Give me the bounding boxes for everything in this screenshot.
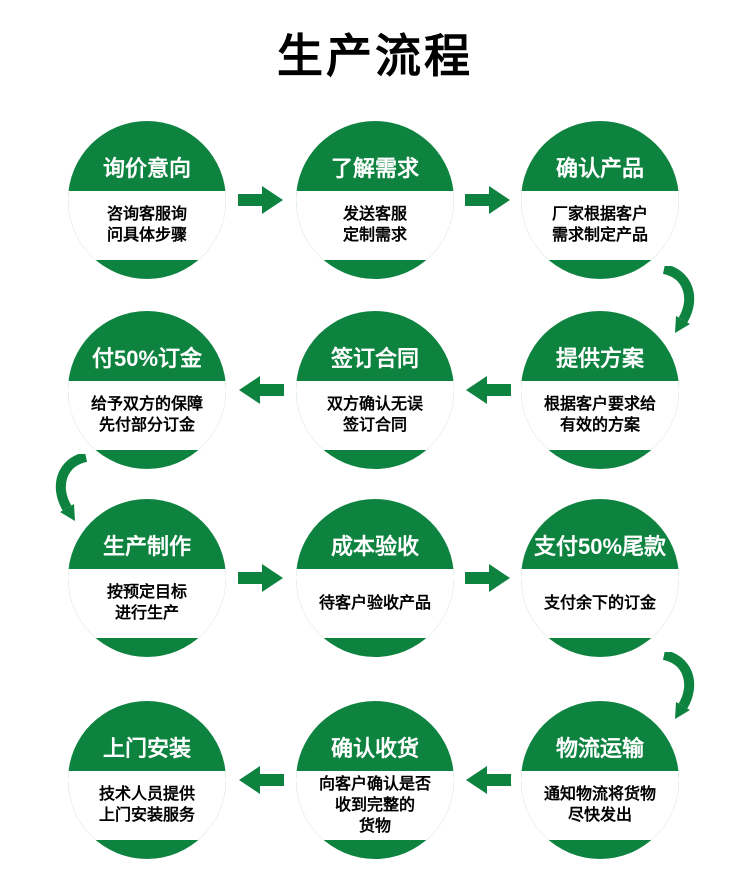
step-desc: 向客户确认是否 收到完整的 货物 (318, 775, 431, 835)
step-desc-panel: 发送客服 定制需求 (296, 190, 454, 261)
arrow-right-icon (238, 186, 283, 214)
step-title: 签订合同 (330, 346, 419, 371)
step-desc: 咨询客服询 问具体步骤 (106, 206, 187, 245)
step-title: 确认产品 (555, 156, 644, 181)
step-title: 提供方案 (555, 346, 644, 371)
step-title: 询价意向 (102, 156, 191, 181)
step-title: 支付50%尾款 (533, 534, 667, 559)
step-circle-1: 询价意向 咨询客服询 问具体步骤 (68, 121, 226, 279)
step-circle-9: 支付50%尾款 支付余下的订金 (521, 499, 679, 657)
arrow-left-icon (466, 376, 511, 404)
arrow-right-icon (238, 564, 283, 592)
step-circle-7: 生产制作 按预定目标 进行生产 (68, 499, 226, 657)
step-desc: 按预定目标 进行生产 (106, 584, 187, 623)
step-circle-3: 确认产品 厂家根据客户 需求制定产品 (521, 121, 679, 279)
page-title: 生产流程 (277, 30, 473, 82)
step-desc-panel: 向客户确认是否 收到完整的 货物 (296, 770, 454, 841)
step-desc: 支付余下的订金 (543, 594, 656, 612)
step-desc-panel: 给予双方的保障 先付部分订金 (68, 380, 226, 451)
arrow-right-icon (465, 186, 510, 214)
arrow-left-icon (239, 376, 284, 404)
step-desc-panel: 待客户验收产品 (296, 568, 454, 639)
curved-arrow-down-icon (55, 454, 88, 521)
arrow-left-icon (466, 766, 511, 794)
step-desc-panel: 双方确认无误 签订合同 (296, 380, 454, 451)
step-desc-panel: 支付余下的订金 (521, 568, 679, 639)
curved-arrow-down-icon (662, 652, 695, 719)
step-circle-11: 确认收货 向客户确认是否 收到完整的 货物 (296, 701, 454, 859)
step-circle-10: 物流运输 通知物流将货物 尽快发出 (521, 701, 679, 859)
step-desc-panel: 按预定目标 进行生产 (68, 568, 226, 639)
step-desc-panel: 根据客户要求给 有效的方案 (521, 380, 679, 451)
arrow-left-icon (239, 766, 284, 794)
step-desc: 根据客户要求给 有效的方案 (543, 396, 656, 435)
step-circle-2: 了解需求 发送客服 定制需求 (296, 121, 454, 279)
step-circle-4: 提供方案 根据客户要求给 有效的方案 (521, 311, 679, 469)
step-circle-8: 成本验收 待客户验收产品 (296, 499, 454, 657)
step-title: 成本验收 (330, 534, 419, 559)
step-desc: 待客户验收产品 (318, 594, 431, 612)
step-desc: 技术人员提供 上门安装服务 (98, 786, 195, 825)
step-desc-panel: 厂家根据客户 需求制定产品 (521, 190, 679, 261)
curved-arrow-down-icon (662, 266, 695, 333)
step-circle-6: 付50%订金 给予双方的保障 先付部分订金 (68, 311, 226, 469)
step-title: 了解需求 (330, 156, 419, 181)
step-title: 确认收货 (330, 736, 419, 761)
step-desc: 通知物流将货物 尽快发出 (543, 786, 656, 825)
step-circle-5: 签订合同 双方确认无误 签订合同 (296, 311, 454, 469)
step-title: 生产制作 (102, 534, 191, 559)
arrow-right-icon (465, 564, 510, 592)
step-desc-panel: 技术人员提供 上门安装服务 (68, 770, 226, 841)
step-desc: 发送客服 定制需求 (342, 206, 407, 245)
step-title: 上门安装 (102, 736, 191, 761)
step-desc-panel: 咨询客服询 问具体步骤 (68, 190, 226, 261)
step-desc: 厂家根据客户 需求制定产品 (551, 206, 648, 245)
step-desc: 给予双方的保障 先付部分订金 (90, 396, 203, 435)
step-desc-panel: 通知物流将货物 尽快发出 (521, 770, 679, 841)
step-circle-12: 上门安装 技术人员提供 上门安装服务 (68, 701, 226, 859)
step-desc: 双方确认无误 签订合同 (326, 396, 423, 435)
step-title: 付50%订金 (91, 346, 203, 371)
step-title: 物流运输 (555, 736, 644, 761)
